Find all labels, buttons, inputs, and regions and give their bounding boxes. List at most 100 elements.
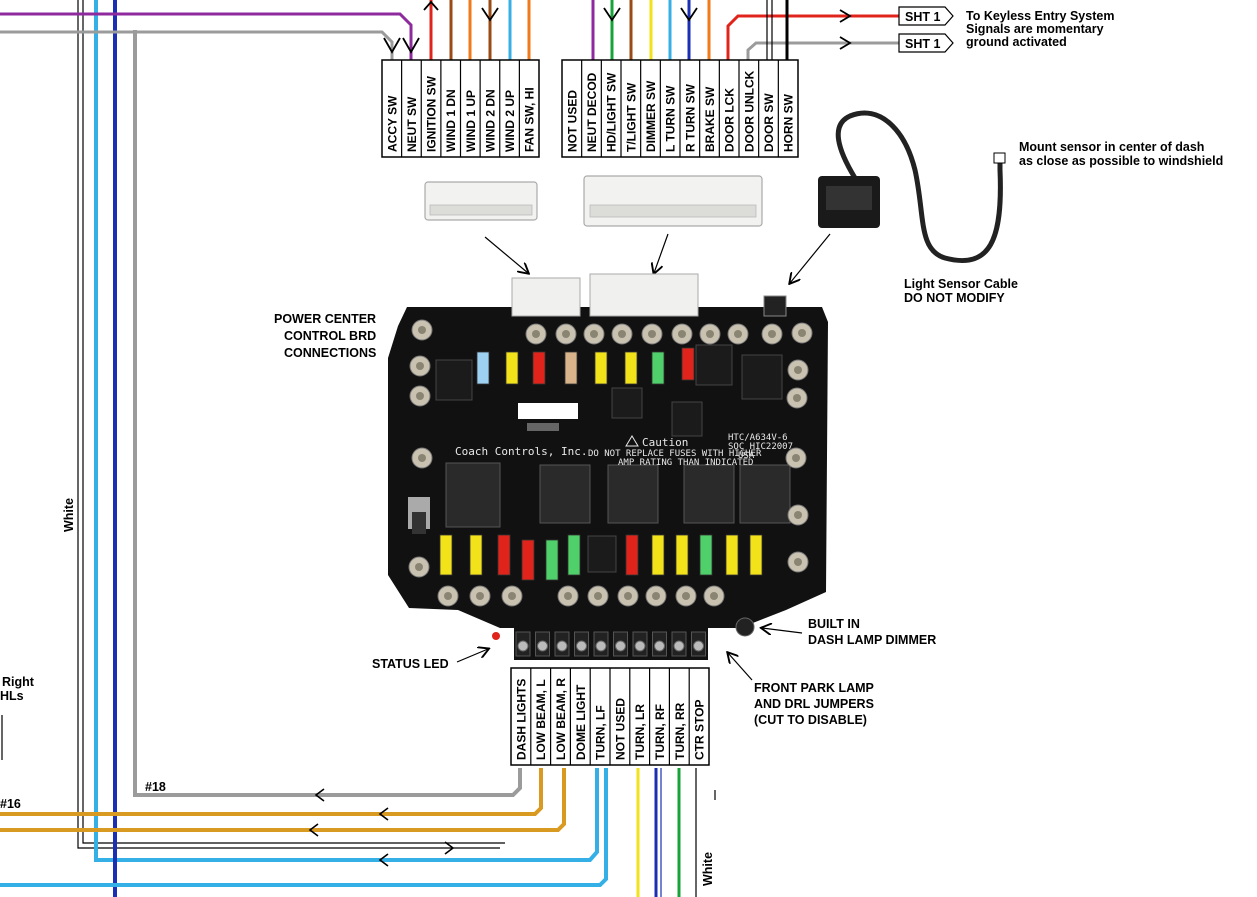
keyless-note-3: ground activated bbox=[966, 35, 1067, 49]
terminal-stud bbox=[699, 323, 721, 345]
status-led-label: STATUS LED bbox=[372, 657, 449, 671]
top-left-connector-pin: ACCY SW bbox=[385, 95, 399, 152]
board-part-1: HTC/A634V-6 bbox=[728, 433, 788, 443]
bottom-connector-pin: TURN, LF bbox=[589, 668, 608, 765]
pointer-arrows bbox=[456, 233, 831, 681]
top-left-connector-pin: WIND 2 UP bbox=[499, 60, 517, 157]
terminal-stud bbox=[409, 385, 431, 407]
fuse bbox=[749, 534, 763, 576]
terminal-stud bbox=[671, 323, 693, 345]
board-part-3: USA bbox=[738, 451, 755, 461]
bottom-connector-pin-label: CTR STOP bbox=[693, 700, 707, 760]
top-right-connector-pin: DOOR LCK bbox=[718, 60, 737, 157]
top-left-connector-pin: IGNITION SW bbox=[420, 60, 439, 157]
sht-tag-label: SHT 1 bbox=[905, 10, 940, 24]
bundle-arrows bbox=[308, 788, 455, 867]
terminal-stud bbox=[525, 323, 547, 345]
sht-tag-1[interactable]: SHT 1 bbox=[898, 6, 954, 26]
fuse bbox=[497, 534, 511, 576]
terminal-stud bbox=[411, 319, 433, 341]
mount-note-2: as close as possible to windshield bbox=[1019, 154, 1223, 168]
top-right-connector-pin-label: L TURN SW bbox=[664, 85, 678, 152]
terminal-screw bbox=[652, 631, 667, 657]
bottom-wires bbox=[636, 768, 716, 897]
bottom-connector-pin: TURN, LR bbox=[629, 668, 647, 765]
mount-note-1: Mount sensor in center of dash bbox=[1019, 140, 1204, 154]
top-left-connector-pin-label: WIND 2 UP bbox=[503, 90, 517, 152]
terminal-screw bbox=[632, 631, 648, 657]
top-left-connector-pin-label: WIND 1 DN bbox=[444, 89, 458, 152]
sht-tag-2[interactable]: SHT 1 bbox=[898, 33, 954, 53]
terminal-stud bbox=[557, 585, 579, 607]
park-jumper-label-1: FRONT PARK LAMP bbox=[754, 681, 874, 695]
power-center-label-3: CONNECTIONS bbox=[284, 346, 376, 360]
sensor-cable-note-2: DO NOT MODIFY bbox=[904, 291, 1005, 305]
top-left-connector-pin-label: ACCY SW bbox=[385, 95, 399, 152]
light-sensor bbox=[818, 110, 1006, 264]
terminal-stud bbox=[583, 323, 605, 345]
terminal-stud bbox=[791, 322, 813, 344]
top-connector-left: ACCY SW NEUT SW IGNITION SW WIND 1 DN WIND 1… bbox=[381, 59, 540, 158]
terminal-stud bbox=[501, 585, 523, 607]
top-right-connector-pin: R TURN SW bbox=[679, 60, 697, 157]
fuse bbox=[476, 351, 490, 385]
power-center-label-2: CONTROL BRD bbox=[284, 329, 376, 343]
top-left-connector-pin: WIND 1 UP bbox=[459, 60, 478, 157]
top-left-connector-pin: FAN SW, HI bbox=[518, 60, 537, 157]
top-left-connector-pin-label: NEUT SW bbox=[405, 96, 419, 152]
board-caution: Caution bbox=[642, 436, 688, 449]
terminal-screw bbox=[671, 631, 687, 657]
dimmer-label-1: BUILT IN bbox=[808, 617, 860, 631]
terminal-stud bbox=[761, 323, 783, 345]
top-right-connector-pin-label: NEUT DECOD bbox=[585, 72, 599, 152]
top-right-connector-pin-label: HORN SW bbox=[782, 93, 796, 152]
park-jumper-label-2: AND DRL JUMPERS bbox=[754, 697, 874, 711]
terminal-stud bbox=[437, 585, 459, 607]
terminal-stud bbox=[727, 323, 749, 345]
terminal-screw bbox=[574, 631, 589, 657]
bottom-connector-pin-label: LOW BEAM, R bbox=[554, 678, 568, 760]
fuse bbox=[625, 534, 639, 576]
plug-connector-8pin bbox=[424, 181, 538, 221]
keyless-note-2: Signals are momentary bbox=[966, 22, 1104, 36]
keyless-note-1: To Keyless Entry System bbox=[966, 9, 1114, 23]
top-right-connector-pin: HD/LIGHT SW bbox=[600, 60, 619, 157]
terminal-stud bbox=[703, 585, 725, 607]
top-left-connector-pin-label: IGNITION SW bbox=[425, 75, 439, 152]
board-caution-line-2: AMP RATING THAN INDICATED bbox=[618, 458, 753, 468]
top-left-connector-pin-label: FAN SW, HI bbox=[523, 87, 537, 152]
top-left-connector-pin-label: WIND 1 UP bbox=[464, 90, 478, 152]
bottom-connector-pin: TURN, RF bbox=[648, 668, 667, 765]
top-left-connector-pin: WIND 2 DN bbox=[479, 60, 497, 157]
top-right-connector-pin-label: HD/LIGHT SW bbox=[605, 72, 619, 152]
fuse bbox=[505, 351, 519, 385]
terminal-screw bbox=[613, 631, 628, 657]
top-right-connector-pin: L TURN SW bbox=[659, 60, 678, 157]
bottom-connector-pin-label: TURN, LF bbox=[594, 705, 608, 760]
top-right-connector-pin: BRAKE SW bbox=[699, 60, 717, 157]
terminal-screw bbox=[691, 631, 706, 657]
top-right-connector-pin-label: NOT USED bbox=[565, 90, 579, 152]
fuse bbox=[532, 351, 546, 385]
wire-gauge-16: #16 bbox=[0, 797, 21, 811]
fuse bbox=[681, 347, 695, 381]
bottom-connector-pin-label: DOME LIGHT bbox=[574, 684, 588, 760]
terminal-stud bbox=[787, 551, 809, 573]
terminal-stud bbox=[617, 585, 639, 607]
fuse bbox=[521, 539, 535, 581]
plug-connector-12pin bbox=[583, 175, 763, 227]
sensor-cable-note-1: Light Sensor Cable bbox=[904, 277, 1018, 291]
terminal-stud bbox=[587, 585, 609, 607]
bottom-connector-pin: CTR STOP bbox=[688, 668, 707, 765]
fuse bbox=[545, 539, 559, 581]
board-part-2: SOC HIC22007 bbox=[728, 442, 793, 452]
terminal-stud bbox=[411, 447, 433, 469]
bottom-connector-pin: TURN, RR bbox=[668, 668, 687, 765]
terminal-stud bbox=[555, 323, 577, 345]
terminal-screw bbox=[515, 631, 531, 657]
terminal-stud bbox=[786, 387, 808, 409]
fuse bbox=[439, 534, 453, 576]
top-right-connector-pin-label: DOOR SW bbox=[762, 93, 776, 152]
